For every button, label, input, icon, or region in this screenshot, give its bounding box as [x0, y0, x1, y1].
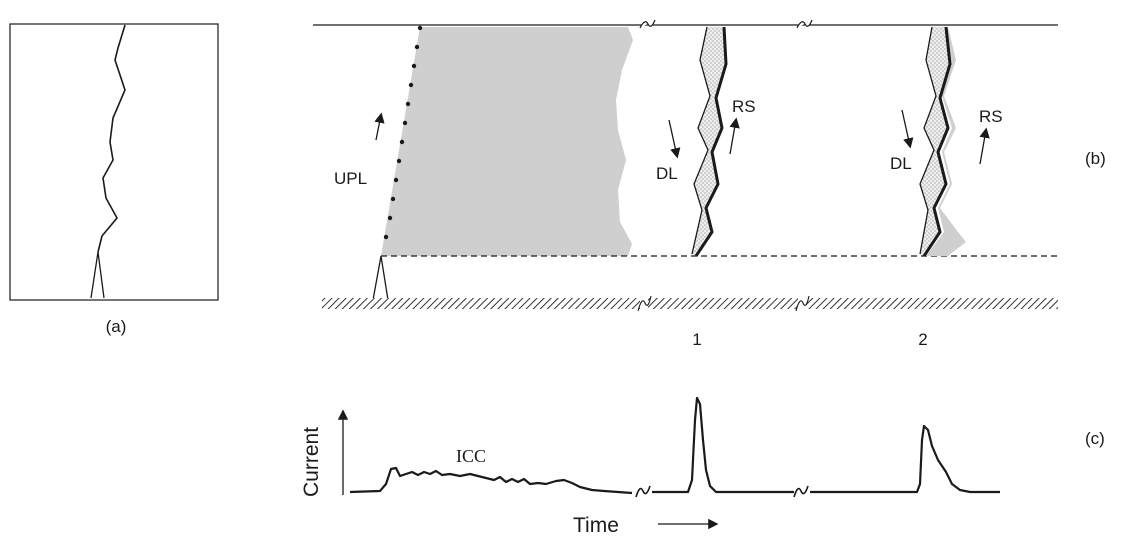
stroke-1-channel: 1	[691, 26, 728, 349]
panel-a-lightning-channel	[97, 24, 126, 253]
current-axis-label: Current	[300, 427, 323, 497]
stroke-1-channel-left-edge	[691, 26, 711, 255]
stroke-2-number: 2	[918, 330, 927, 349]
ground-segment-1	[322, 298, 640, 309]
stroke-1-number: 1	[692, 330, 701, 349]
current-waveform-segment-2	[652, 396, 794, 494]
stroke-1-dl-label: DL	[656, 164, 678, 183]
stroke-2-rs-label: RS	[979, 107, 1003, 126]
cloud-line-break-2	[796, 19, 813, 29]
icc-label: ICC	[456, 446, 486, 466]
tower-icon	[372, 255, 389, 301]
stroke-2-channel: 2	[918, 26, 966, 349]
upward-leader-dots	[383, 25, 423, 240]
stroke-1-leader-band	[692, 27, 726, 256]
current-waveform-segment-1	[349, 466, 633, 495]
panel-b: UPL 1 DL RS 2 DL R	[313, 19, 1106, 349]
panel-a-frame	[9, 23, 219, 301]
ground-segment-3	[806, 298, 1058, 309]
stroke-2-dl-label: DL	[890, 154, 912, 173]
current-waveform-break-1	[635, 485, 651, 498]
panel-a-tower-icon	[90, 251, 105, 299]
ground-segment-2	[648, 298, 798, 309]
stroke-1-channel-right-edge	[694, 26, 728, 257]
time-axis-label: Time	[573, 514, 619, 537]
continuing-current-region	[381, 27, 633, 256]
stroke-2-dl-arrow-icon	[901, 109, 914, 149]
current-waveform-break-2	[793, 485, 809, 498]
stroke-1-dl-arrow-icon	[668, 119, 681, 159]
cloud-line-break-1	[639, 19, 656, 29]
ground-break-1	[637, 295, 652, 312]
panel-c-label: (c)	[1085, 429, 1105, 448]
stroke-2-channel-left-edge	[919, 26, 937, 255]
current-waveform-segment-3	[810, 424, 1000, 494]
ground-break-2	[795, 295, 810, 312]
upl-arrow-icon	[374, 112, 385, 141]
stroke-2-rs-arrow-icon	[979, 127, 990, 165]
panel-b-label: (b)	[1085, 149, 1106, 168]
stroke-1-rs-arrow-icon	[729, 117, 740, 155]
panel-a: (a)	[9, 23, 219, 336]
panel-a-label: (a)	[106, 317, 127, 336]
stroke-2-channel-right-edge	[922, 26, 952, 257]
upl-label: UPL	[334, 169, 367, 188]
panel-c: Current ICC Time (c)	[300, 396, 1105, 537]
stroke-1-rs-label: RS	[732, 97, 756, 116]
